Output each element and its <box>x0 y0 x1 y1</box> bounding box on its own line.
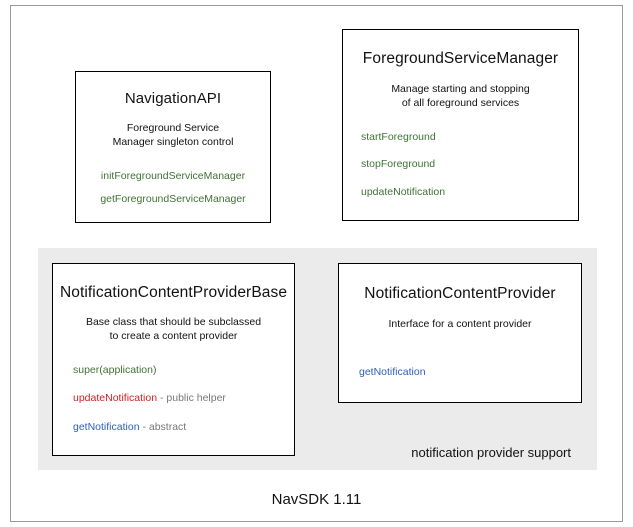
class-title-foreground-service-manager: ForegroundServiceManager <box>362 50 559 67</box>
description-line: Foreground Service <box>126 122 220 134</box>
method-item[interactable]: getNotification - abstract <box>73 421 294 434</box>
class-box-notification-content-provider-base[interactable]: NotificationContentProviderBase Base cla… <box>52 263 295 456</box>
method-item[interactable]: startForeground <box>361 131 578 144</box>
method-name: super(application) <box>73 363 157 376</box>
method-note: - abstract <box>139 420 187 433</box>
method-name: updateNotification <box>73 392 158 405</box>
class-description-notification-content-provider-base: Base class that should be subclassed to … <box>53 316 294 344</box>
footer-caption: NavSDK 1.11 <box>271 491 362 508</box>
class-box-foreground-service-manager[interactable]: ForegroundServiceManager Manage starting… <box>342 29 579 221</box>
method-item[interactable]: getForegroundServiceManager <box>86 193 270 206</box>
method-note: - public helper <box>157 392 226 405</box>
description-line: of all foreground services <box>401 96 520 109</box>
method-name: getNotification <box>359 365 426 378</box>
method-name: stopForeground <box>361 158 436 171</box>
description-line: Interface for a content provider <box>388 318 532 330</box>
class-title-notification-content-provider: NotificationContentProvider <box>364 285 556 302</box>
method-item[interactable]: stopForeground <box>361 158 578 171</box>
class-title-navigation-api: NavigationAPI <box>124 90 222 107</box>
method-item[interactable]: super(application) <box>73 364 294 377</box>
class-box-navigation-api[interactable]: NavigationAPI Foreground Service Manager… <box>75 71 271 223</box>
method-name: getNotification <box>73 420 140 433</box>
method-list-notification-content-provider-base: super(application) updateNotification - … <box>53 364 294 434</box>
class-box-notification-content-provider[interactable]: NotificationContentProvider Interface fo… <box>338 263 582 403</box>
description-line: Manager singleton control <box>112 135 234 148</box>
method-item[interactable]: updateNotification - public helper <box>73 392 294 405</box>
method-list-notification-content-provider: getNotification <box>339 366 581 379</box>
description-line: to create a content provider <box>109 329 238 342</box>
method-list-navigation-api: initForegroundServiceManager getForegrou… <box>76 170 270 206</box>
description-line: Manage starting and stopping <box>391 83 530 95</box>
method-item[interactable]: getNotification <box>359 366 581 379</box>
class-description-notification-content-provider: Interface for a content provider <box>339 318 581 332</box>
method-item[interactable]: initForegroundServiceManager <box>86 170 270 183</box>
description-line: Base class that should be subclassed <box>85 316 262 328</box>
method-item[interactable]: updateNotification <box>361 186 578 199</box>
method-name: getForegroundServiceManager <box>100 193 246 206</box>
method-name: startForeground <box>361 130 436 143</box>
method-name: initForegroundServiceManager <box>100 169 246 182</box>
class-title-notification-content-provider-base: NotificationContentProviderBase <box>59 284 288 301</box>
method-name: updateNotification <box>361 185 446 198</box>
method-list-foreground-service-manager: startForeground stopForeground updateNot… <box>343 131 578 199</box>
group-caption: notification provider support <box>411 445 571 460</box>
class-description-foreground-service-manager: Manage starting and stopping of all fore… <box>343 83 578 111</box>
class-description-navigation-api: Foreground Service Manager singleton con… <box>76 122 270 150</box>
